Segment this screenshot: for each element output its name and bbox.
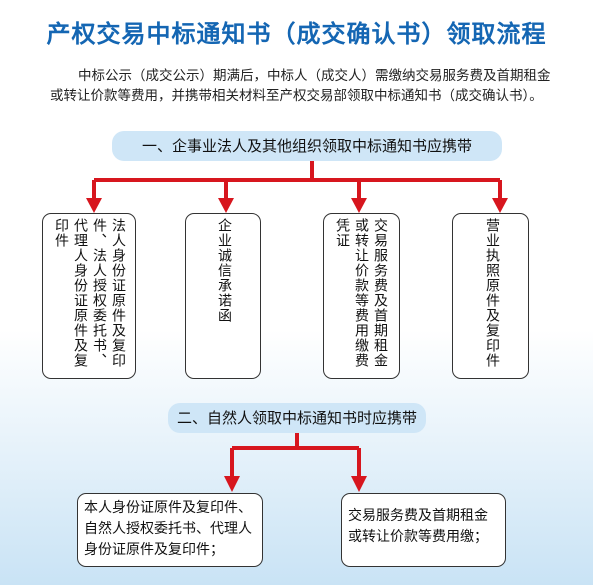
page-title: 产权交易中标通知书（成交确认书）领取流程 — [46, 20, 547, 48]
intro-paragraph: 中标公示（成交公示）期满后，中标人（成交人）需缴纳交易服务费及首期租金或转让价款… — [50, 66, 560, 106]
box-business-license: 营业执照原件及复印件 — [452, 213, 529, 379]
box-natural-person-id: 本人身份证原件及复印件、自然人授权委托书、代理人身份证原件及复印件； — [77, 493, 263, 567]
box-legal-person-id-text: 法人身份证原件及复印件、法人授权委托书、代理人身份证原件及复印件 — [53, 218, 126, 368]
box-natural-person-id-text: 本人身份证原件及复印件、自然人授权委托书、代理人身份证原件及复印件； — [84, 500, 252, 558]
box-natural-person-fees-text: 交易服务费及首期租金或转让价款等费用缴； — [348, 508, 488, 545]
arrowhead-4 — [492, 198, 508, 213]
box-fee-receipt: 交易服务费及首期租金或转让价款等费用缴费凭证 — [323, 213, 400, 379]
box-legal-person-id: 法人身份证原件及复印件、法人授权委托书、代理人身份证原件及复印件 — [42, 213, 136, 379]
intro-text: 中标公示（成交公示）期满后，中标人（成交人）需缴纳交易服务费及首期租金或转让价款… — [50, 68, 551, 104]
box-fee-receipt-text: 交易服务费及首期租金或转让价款等费用缴费凭证 — [334, 218, 388, 368]
section1-heading: 一、企事业法人及其他组织领取中标通知书应携带 — [112, 131, 502, 161]
box-integrity-letter-text: 企业诚信承诺函 — [216, 218, 232, 323]
arrowhead-6 — [351, 476, 367, 492]
arrowhead-3 — [351, 198, 367, 213]
box-natural-person-fees: 交易服务费及首期租金或转让价款等费用缴； — [341, 493, 506, 567]
box-integrity-letter: 企业诚信承诺函 — [185, 213, 261, 379]
box-business-license-text: 营业执照原件及复印件 — [484, 218, 500, 368]
arrowhead-5 — [224, 476, 240, 492]
arrowhead-2 — [218, 198, 234, 213]
section2-heading: 二、自然人领取中标通知书时应携带 — [168, 403, 426, 433]
arrowhead-1 — [86, 198, 102, 213]
